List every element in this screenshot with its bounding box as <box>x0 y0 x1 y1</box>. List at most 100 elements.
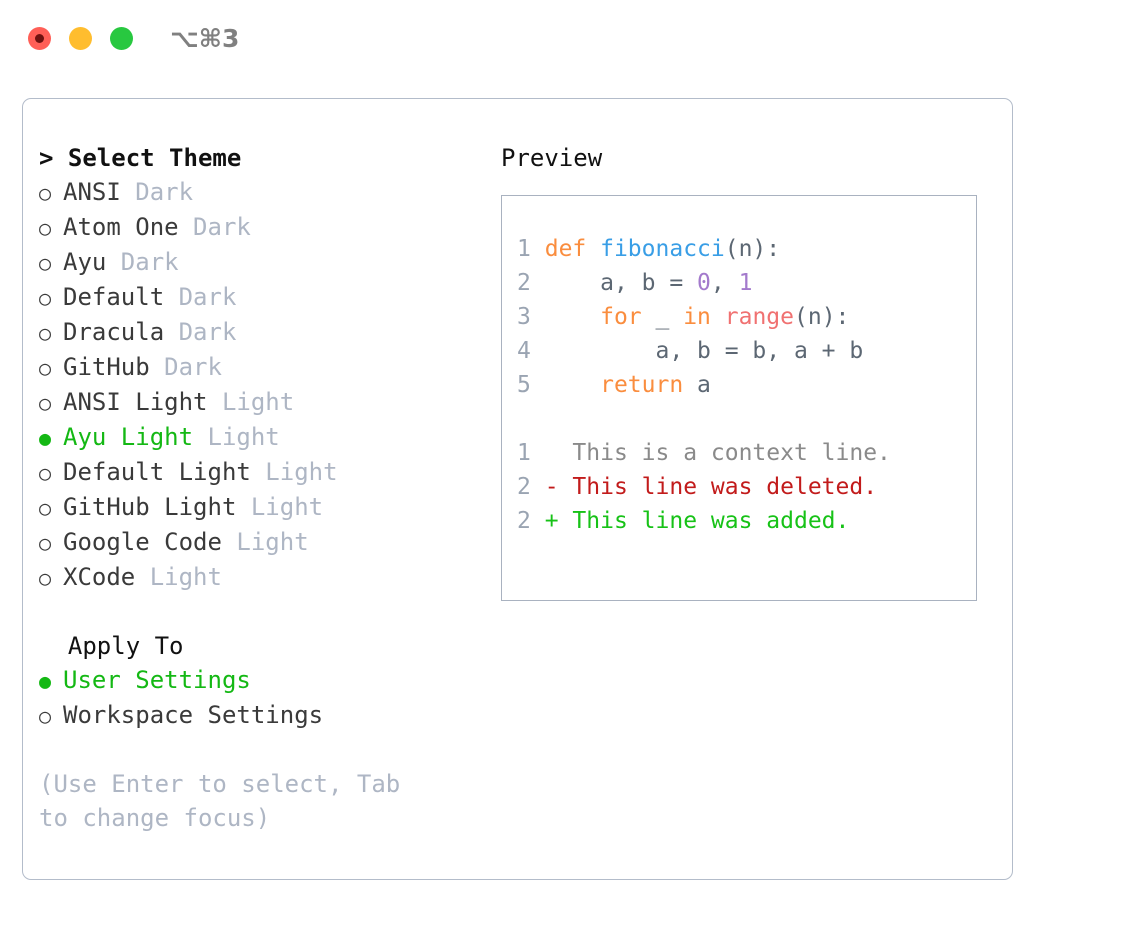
code-line: 3 for _ in range(n): <box>517 300 970 334</box>
code-line: 4 a, b = b, a + b <box>517 334 970 368</box>
line-number: 5 <box>517 372 531 398</box>
theme-option-variant: Light <box>135 563 222 591</box>
apply-to-option-row[interactable]: ○ Workspace Settings <box>39 698 479 733</box>
minimize-window-button[interactable] <box>69 27 92 50</box>
theme-option-label: Default <box>63 283 165 311</box>
theme-option-label: Dracula <box>63 318 165 346</box>
radio-unselected-icon[interactable]: ○ <box>39 531 52 555</box>
radio-unselected-icon[interactable]: ○ <box>39 356 52 380</box>
theme-option-row[interactable]: ○ GitHub Dark <box>39 350 479 385</box>
theme-option-variant: Dark <box>149 353 222 381</box>
diff-sign: + <box>544 508 573 534</box>
theme-option-variant: Light <box>193 423 280 451</box>
diff-sign <box>545 440 573 466</box>
code-token: a, b = b, a + b <box>544 338 864 364</box>
line-number: 2 <box>517 270 531 296</box>
radio-selected-icon[interactable]: ● <box>39 426 52 450</box>
line-number: 1 <box>517 440 531 466</box>
code-token: (n): <box>794 304 850 330</box>
theme-option-row[interactable]: ○ Default Dark <box>39 280 479 315</box>
code-token: (n): <box>724 236 781 262</box>
theme-option-label: GitHub <box>63 353 150 381</box>
apply-to-option-label: Workspace Settings <box>63 701 324 729</box>
theme-option-label: Ayu <box>63 248 107 276</box>
apply-to-option-label: User Settings <box>63 666 251 694</box>
section-spacer <box>39 595 479 629</box>
diff-line: 2 + This line was added. <box>517 504 970 538</box>
radio-unselected-icon[interactable]: ○ <box>39 181 52 205</box>
radio-unselected-icon[interactable]: ○ <box>39 216 52 240</box>
radio-unselected-icon[interactable]: ○ <box>39 251 52 275</box>
theme-option-label: Ayu Light <box>63 423 194 451</box>
theme-option-row[interactable]: ○ XCode Light <box>39 560 479 595</box>
theme-option-row[interactable]: ○ Dracula Dark <box>39 315 479 350</box>
code-token: _ <box>641 304 684 330</box>
theme-option-row[interactable]: ○ Atom One Dark <box>39 210 479 245</box>
code-token: , <box>710 270 739 296</box>
theme-option-row[interactable]: ○ANSI Dark <box>39 175 479 210</box>
code-token: def <box>544 236 601 262</box>
radio-selected-icon[interactable]: ● <box>39 669 52 693</box>
theme-option-variant: Light <box>250 458 338 486</box>
theme-list[interactable]: ○ANSI Dark○Atom One Dark○Ayu Dark○Defaul… <box>39 175 479 595</box>
radio-unselected-icon[interactable]: ○ <box>39 391 52 415</box>
main-panel: > Select Theme ○ANSI Dark○Atom One Dark○… <box>22 98 1013 880</box>
code-diff-separator <box>517 402 970 436</box>
radio-unselected-icon[interactable]: ○ <box>39 461 52 485</box>
theme-option-row[interactable]: ○ Ayu Dark <box>39 245 479 280</box>
code-token: return <box>600 372 684 398</box>
keyboard-shortcut-label: ⌥⌘3 <box>170 24 240 53</box>
theme-option-variant: Light <box>236 493 324 521</box>
maximize-window-button[interactable] <box>110 27 133 50</box>
theme-option-variant: Dark <box>120 178 194 206</box>
line-number: 2 <box>517 508 531 534</box>
code-line: 5 return a <box>517 368 970 402</box>
diff-text: This line was deleted. <box>572 474 878 500</box>
radio-unselected-icon[interactable]: ○ <box>39 286 52 310</box>
code-token: a <box>683 372 711 398</box>
code-token: a, b = <box>544 270 698 296</box>
theme-option-variant: Dark <box>178 213 251 241</box>
theme-option-variant: Dark <box>164 283 237 311</box>
close-window-button[interactable] <box>28 27 51 50</box>
theme-option-label: Atom One <box>63 213 179 241</box>
code-token: 0 <box>697 270 711 296</box>
diff-line: 1 This is a context line. <box>517 436 970 470</box>
theme-option-variant: Light <box>221 528 309 556</box>
code-token <box>711 304 725 330</box>
radio-unselected-icon[interactable]: ○ <box>39 566 52 590</box>
line-number: 1 <box>517 236 531 262</box>
theme-option-row[interactable]: ○ ANSI Light Light <box>39 385 479 420</box>
code-line: 1 def fibonacci(n): <box>517 232 970 266</box>
theme-option-variant: Dark <box>164 318 237 346</box>
window-controls <box>28 27 133 50</box>
radio-unselected-icon[interactable]: ○ <box>39 704 52 728</box>
code-line: 2 a, b = 0, 1 <box>517 266 970 300</box>
line-number: 4 <box>517 338 531 364</box>
theme-selection-column: > Select Theme ○ANSI Dark○Atom One Dark○… <box>39 141 479 835</box>
preview-column: Preview 1 def fibonacci(n):2 a, b = 0, 1… <box>501 141 991 601</box>
theme-option-label: ANSI Light <box>63 388 208 416</box>
diff-line: 2 - This line was deleted. <box>517 470 970 504</box>
apply-to-list[interactable]: ● User Settings ○ Workspace Settings <box>39 663 479 733</box>
theme-option-row[interactable]: ○Google Code Light <box>39 525 479 560</box>
code-token <box>545 372 600 398</box>
theme-option-variant: Dark <box>106 248 179 276</box>
theme-option-row[interactable]: ● Ayu Light Light <box>39 420 479 455</box>
code-token <box>545 304 600 330</box>
code-token: in <box>683 304 711 330</box>
line-number: 3 <box>517 304 531 330</box>
code-token: for <box>600 304 642 330</box>
radio-unselected-icon[interactable]: ○ <box>39 496 52 520</box>
code-token: range <box>724 304 795 330</box>
diff-text: This line was added. <box>572 508 850 534</box>
theme-option-variant: Light <box>207 388 295 416</box>
theme-option-label: XCode <box>63 563 136 591</box>
theme-option-row[interactable]: ○Default Light Light <box>39 455 479 490</box>
apply-to-option-row[interactable]: ● User Settings <box>39 663 479 698</box>
radio-unselected-icon[interactable]: ○ <box>39 321 52 345</box>
theme-option-row[interactable]: ○GitHub Light Light <box>39 490 479 525</box>
